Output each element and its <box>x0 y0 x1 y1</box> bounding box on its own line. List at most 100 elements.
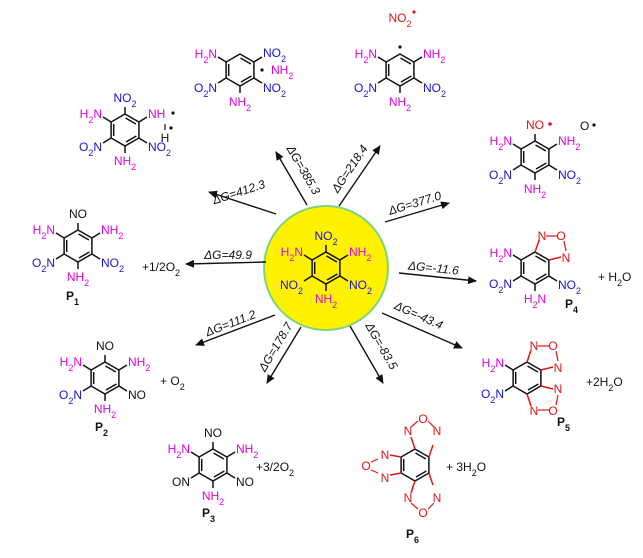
ring-radical-top-nitro: NO2 <box>263 46 286 64</box>
product-no2-radical: NO2 NH2 NO2 NH2 O2N H2N <box>354 10 446 113</box>
dg-label-178-7: ΔG=178.7 <box>255 319 296 375</box>
p6-label: P6 <box>406 527 419 545</box>
p6-furazan-n: N <box>433 491 442 505</box>
p1-label: P1 <box>66 289 79 307</box>
center-highlight <box>263 205 389 331</box>
p3-label: P3 <box>202 506 215 524</box>
no-o-radical-lower-left-nitro: O2N <box>489 168 512 186</box>
center-bottom-amino: NH2 <box>315 292 337 310</box>
dg-label-111-2: ΔG=111.2 <box>203 307 258 339</box>
p5-furazan-n: N <box>554 361 563 375</box>
p1-bottom-amino: NH2 <box>67 270 89 288</box>
nh-radical-bottom-amino: NH2 <box>114 154 136 172</box>
benzene-ring <box>90 361 120 395</box>
p2-bottom-amino: NH2 <box>94 402 116 420</box>
p4-furazan-n: N <box>538 229 547 243</box>
furazan-ring: N O N <box>534 229 570 265</box>
no-o-radical-bottom-amino: NH2 <box>524 182 546 200</box>
p4-lower-right-nitro: NO2 <box>558 278 581 296</box>
product-p3: NO NH2 NO NH2 ON H2N P3 +3/2O2 <box>168 426 294 524</box>
dg-label-minus-11-6: ΔG=-11.6 <box>406 258 459 277</box>
no2-radical-upper-right-amino: NH2 <box>423 47 445 65</box>
arrow-to-p1 <box>185 259 267 268</box>
p5-furazan-o: O <box>548 404 557 418</box>
arrow-to-nh-radical <box>208 190 277 215</box>
product-p6: N O N N O N N O N P6 + 3H2O <box>361 412 486 545</box>
p2-upper-left-amino: H2N <box>60 355 82 373</box>
radical-dot <box>171 111 175 115</box>
product-nh-radical: NO2 NH H NO2 NH2 O2N H2N <box>79 91 175 172</box>
furazan-ring: N O N <box>361 448 402 485</box>
p5-furazan-n: N <box>554 382 563 396</box>
p4-lower-left-nitro: O2N <box>489 277 512 295</box>
benzene-ring <box>110 113 140 147</box>
radical-dot <box>260 68 264 72</box>
p5-label: P5 <box>557 415 570 433</box>
p1-upper-left-amino: H2N <box>33 223 55 241</box>
p3-lower-left-nitroso: ON <box>172 475 190 489</box>
p3-upper-right-amino: NH2 <box>236 442 258 460</box>
p1-top-nitroso: NO <box>69 207 87 221</box>
p5-furazan-n: N <box>530 339 539 353</box>
radical-dot <box>398 45 402 49</box>
p6-byproduct: + 3H2O <box>446 460 486 478</box>
benzene-ring <box>520 251 550 285</box>
p6-furazan-o: O <box>361 459 370 473</box>
no2-radical-detached-nitro: NO2 <box>388 11 411 29</box>
p6-furazan-o: O <box>418 412 427 426</box>
benzene-ring <box>63 229 93 263</box>
dg-label-385-3: ΔG=385.3 <box>283 142 323 197</box>
nh-radical-lower-right-nitro: NO2 <box>148 140 171 158</box>
p3-byproduct: +3/2O2 <box>256 460 294 478</box>
radical-dot <box>169 126 173 130</box>
dg-label-minus-83-5: ΔG=-83.5 <box>362 319 401 372</box>
p4-furazan-o: O <box>556 229 565 243</box>
p6-furazan-n: N <box>381 448 390 462</box>
no2-radical-bottom-amino: NH2 <box>389 95 411 113</box>
benzene-ring <box>520 140 550 174</box>
p4-upper-left-amino: H2N <box>490 246 512 264</box>
p5-lower-left-nitro: O2N <box>481 387 504 405</box>
nh-radical-top-nitro: NO2 <box>113 91 136 109</box>
center-upper-right-amino: NH2 <box>349 245 371 263</box>
p1-byproduct: +1/2O2 <box>142 260 180 278</box>
product-p1: NO NH2 NO2 NH2 O2N H2N P1 +1/2O2 <box>32 207 180 307</box>
p6-furazan-n: N <box>381 471 390 485</box>
p3-upper-left-amino: H2N <box>168 442 190 460</box>
arrow-to-p2 <box>195 314 276 346</box>
product-p2: NO NH2 NO NH2 O2N H2N P2 + O2 <box>59 339 185 438</box>
p2-upper-right-amino: NH2 <box>128 355 150 373</box>
dg-label-412-3: ΔG=412.3 <box>210 177 267 208</box>
reaction-arrows <box>185 145 477 384</box>
no-o-radical-oxygen: O <box>580 119 589 133</box>
p3-lower-right-nitroso: NO <box>236 475 254 489</box>
center-upper-left-amino: H2N <box>281 245 303 263</box>
dg-label-49-9: ΔG=49.9 <box>203 248 252 262</box>
ring-radical-lower-left-nitro: O2N <box>194 81 217 99</box>
benzene-ring <box>512 361 542 395</box>
furazan-ring: N O N <box>404 472 442 520</box>
center-lower-right-nitro: NO2 <box>349 278 372 296</box>
p1-lower-left-nitro: O2N <box>32 256 55 274</box>
no2-radical-upper-left-amino: H2N <box>355 47 377 65</box>
radical-dot <box>592 123 596 127</box>
benzene-ring <box>225 53 255 87</box>
p1-lower-right-nitro: NO2 <box>101 256 124 274</box>
p3-bottom-amino: NH2 <box>202 489 224 507</box>
no-o-radical-nitroso: NO <box>526 118 544 132</box>
arrow-to-no2-radical <box>338 145 381 207</box>
furazan-ring: N O N <box>526 339 563 375</box>
p2-byproduct: + O2 <box>160 374 185 392</box>
arrow-to-p5 <box>381 312 463 349</box>
ring-radical-lower-right-nitro: NO2 <box>263 81 286 99</box>
p6-furazan-n: N <box>404 491 413 505</box>
p6-furazan-o: O <box>418 506 427 520</box>
p4-label: P4 <box>565 297 578 315</box>
benzene-ring <box>400 448 430 482</box>
p2-label: P2 <box>95 420 108 438</box>
product-ring-radical: NO2 NH2 NO2 NH2 O2N H2N <box>194 46 293 113</box>
benzene-ring <box>385 53 415 87</box>
arrow-to-p3 <box>266 326 302 384</box>
